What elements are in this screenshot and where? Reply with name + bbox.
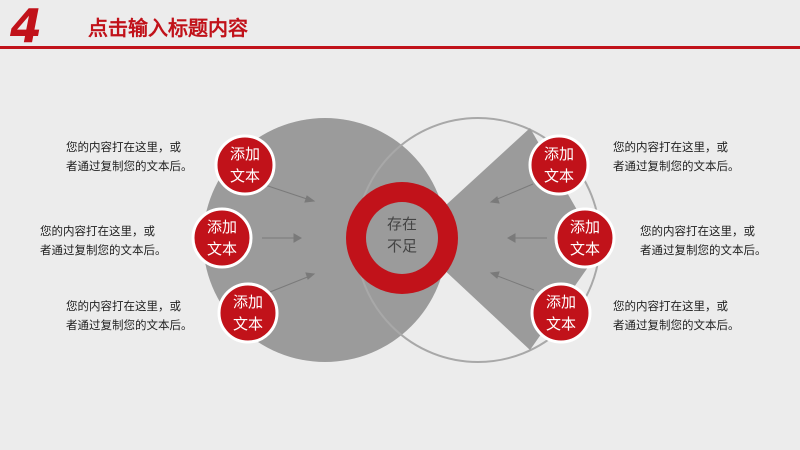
text-line1: 您的内容打在这里，或 — [66, 140, 181, 154]
text-right-top: 您的内容打在这里，或 者通过复制您的文本后。 — [613, 138, 743, 176]
bubble-label-line1: 添加 — [545, 293, 576, 311]
bubble-label-line1: 添加 — [229, 145, 260, 163]
text-line1: 您的内容打在这里，或 — [613, 299, 728, 313]
bubble-left-bottom — [217, 282, 279, 344]
arrow-right-1 — [489, 183, 534, 204]
text-line2: 者通过复制您的文本后。 — [66, 159, 193, 173]
center-label: 存在 不足 — [370, 213, 434, 257]
text-line2: 者通过复制您的文本后。 — [613, 318, 740, 332]
text-line2: 者通过复制您的文本后。 — [640, 243, 767, 257]
section-number: 4 — [10, 0, 43, 53]
text-right-bottom: 您的内容打在这里，或 者通过复制您的文本后。 — [613, 297, 743, 335]
bubble-label-line2: 文本 — [206, 240, 237, 258]
bubble-label-line2: 文本 — [545, 315, 576, 333]
bubble-right-middle — [554, 207, 616, 269]
text-left-top: 您的内容打在这里，或 者通过复制您的文本后。 — [66, 138, 196, 176]
text-line1: 您的内容打在这里，或 — [640, 224, 755, 238]
bubble-label-line2: 文本 — [543, 167, 574, 185]
text-line2: 者通过复制您的文本后。 — [40, 243, 167, 257]
bubble-label-line1: 添加 — [232, 293, 263, 311]
text-line1: 您的内容打在这里，或 — [40, 224, 155, 238]
text-line1: 您的内容打在这里，或 — [66, 299, 181, 313]
bubble-label-line1: 添加 — [543, 145, 574, 163]
bubble-label-line1: 添加 — [206, 218, 237, 236]
bubble-label-right-bottom: 添加 文本 — [536, 291, 586, 335]
text-line2: 者通过复制您的文本后。 — [66, 318, 193, 332]
arrow-left-3 — [269, 272, 316, 293]
center-inner-circle — [366, 202, 438, 274]
bubble-label-right-top: 添加 文本 — [534, 143, 584, 187]
bubble-label-line2: 文本 — [232, 315, 263, 333]
center-label-line1: 存在 — [386, 215, 417, 233]
page-title: 点击输入标题内容 — [88, 16, 248, 40]
arrow-right-2 — [506, 233, 547, 243]
text-line1: 您的内容打在这里，或 — [613, 140, 728, 154]
bubble-label-line2: 文本 — [569, 240, 600, 258]
bubble-label-left-top: 添加 文本 — [220, 143, 270, 187]
text-right-middle: 您的内容打在这里，或 者通过复制您的文本后。 — [640, 222, 770, 260]
arrow-right-3 — [489, 271, 535, 291]
bubble-label-line2: 文本 — [229, 167, 260, 185]
header-rule — [0, 46, 800, 49]
arrow-left-1 — [264, 184, 316, 203]
bubble-label-right-middle: 添加 文本 — [560, 216, 610, 260]
bubble-left-middle — [191, 207, 253, 269]
bubble-right-top — [528, 134, 590, 196]
bubble-label-left-middle: 添加 文本 — [197, 216, 247, 260]
arrow-left-2 — [262, 233, 303, 243]
bubble-label-left-bottom: 添加 文本 — [223, 291, 273, 335]
center-label-line2: 不足 — [386, 237, 417, 255]
text-line2: 者通过复制您的文本后。 — [613, 159, 740, 173]
bubble-left-top — [214, 134, 276, 196]
text-left-middle: 您的内容打在这里，或 者通过复制您的文本后。 — [40, 222, 170, 260]
bubble-label-line1: 添加 — [569, 218, 600, 236]
bubble-right-bottom — [530, 282, 592, 344]
text-left-bottom: 您的内容打在这里，或 者通过复制您的文本后。 — [66, 297, 196, 335]
